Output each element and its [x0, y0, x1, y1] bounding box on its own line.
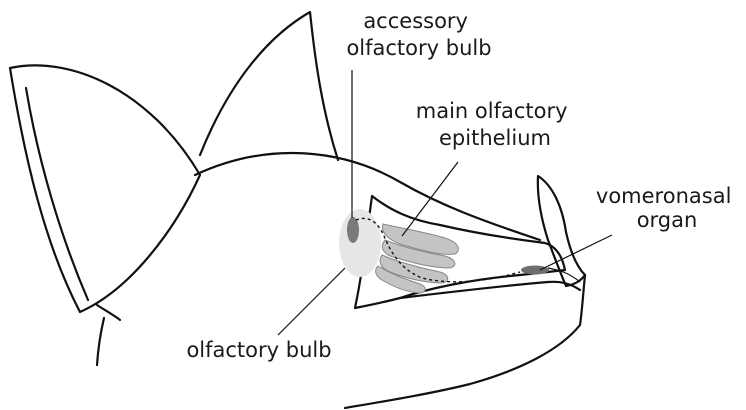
leader-vomeronasal	[540, 235, 612, 270]
left-ear-outline	[10, 65, 200, 312]
olfactory-bulb	[339, 209, 381, 277]
leader-olfactory-bulb	[278, 268, 345, 335]
cheek-line	[97, 305, 120, 320]
label-olfactory-bulb: olfactory bulb	[186, 338, 331, 362]
neck-line	[97, 318, 104, 365]
vomeronasal-organ	[521, 266, 549, 275]
leader-main-epithelium	[402, 162, 458, 236]
accessory-olfactory-bulb	[347, 217, 359, 243]
jaw-outline	[345, 275, 585, 408]
label-main-olfactory-epithelium: main olfactory epithelium	[416, 99, 574, 150]
label-accessory-olfactory-bulb: accessory olfactory bulb	[346, 9, 491, 60]
right-ear-outline	[200, 12, 338, 160]
label-vomeronasal-organ: vomeronasal organ	[596, 184, 738, 232]
